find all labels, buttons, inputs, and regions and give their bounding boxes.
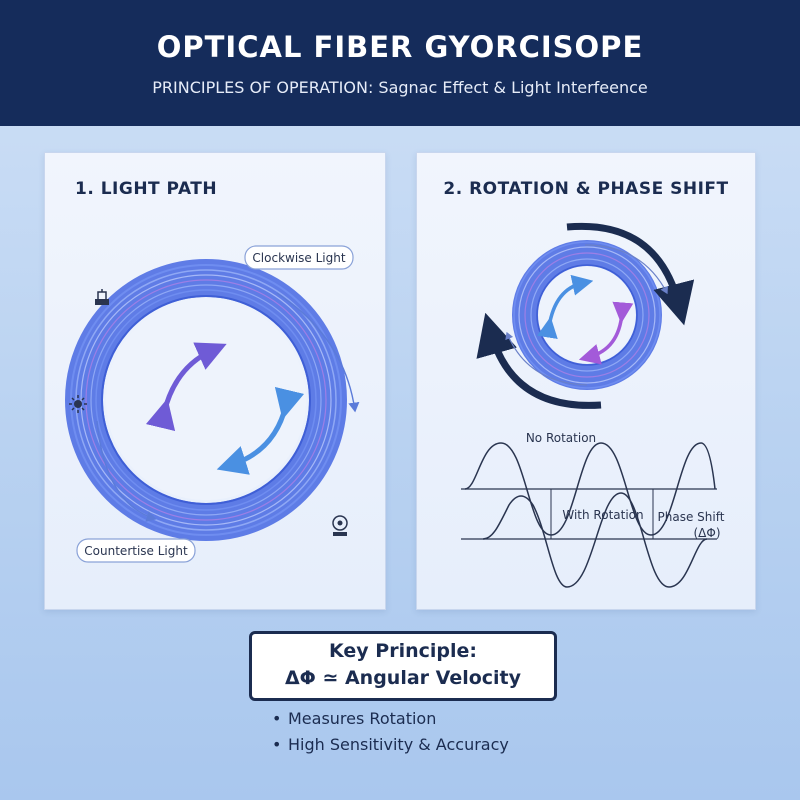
inner-clockwise-arrow — [536, 274, 594, 340]
with-rotation-label: With Rotation — [562, 508, 643, 522]
rotation-diagram: No Rotation With Rotation Phase Shift (Δ… — [461, 222, 725, 588]
key-principle-box: Key Principle: ΔΦ ≃ Angular Velocity — [249, 631, 557, 701]
benefit-list: •Measures Rotation •High Sensitivity & A… — [272, 706, 592, 758]
svg-text:Clockwise Light: Clockwise Light — [252, 251, 345, 265]
light-path-diagram: Clockwise Light Countertise Light — [65, 245, 360, 563]
list-item: •Measures Rotation — [272, 709, 437, 728]
phase-shift-label: Phase Shift — [658, 510, 725, 524]
rotation-arrow-top — [566, 222, 695, 326]
list-item: •High Sensitivity & Accuracy — [272, 735, 509, 754]
header-banner: OPTICAL FIBER GYORCISOPE PRINCIPLES OF O… — [0, 0, 800, 126]
light-path-title: 1. LIGHT PATH — [75, 179, 218, 199]
no-rotation-wave — [464, 442, 716, 536]
rotation-thin-arc-bottom — [505, 331, 588, 386]
counter-light-path — [96, 420, 157, 522]
rotation-panel: No Rotation With Rotation Phase Shift (Δ… — [416, 152, 756, 610]
counterclockwise-arrow — [216, 386, 305, 475]
key-principle-formula: ΔΦ ≃ Angular Velocity — [284, 667, 522, 689]
svg-text:Countertise Light: Countertise Light — [84, 544, 188, 558]
page-title: OPTICAL FIBER GYORCISOPE — [156, 30, 644, 64]
light-source-icon — [69, 395, 87, 413]
key-principle-heading: Key Principle: — [329, 640, 477, 662]
no-rotation-label: No Rotation — [526, 431, 596, 445]
photodetector-icon — [332, 515, 348, 536]
light-path-panel: Clockwise Light Countertise Light — [44, 152, 386, 610]
with-rotation-wave — [482, 492, 708, 588]
laser-source-icon — [95, 289, 109, 305]
clockwise-label: Clockwise Light — [244, 245, 354, 270]
rotation-thin-arc-top — [584, 244, 668, 295]
phase-shift-symbol: (ΔΦ) — [693, 526, 720, 540]
inner-counter-arrow — [578, 301, 634, 365]
clockwise-light-path — [276, 292, 360, 413]
rotation-arrow-bottom — [476, 312, 602, 409]
fiber-coil — [65, 259, 347, 541]
counter-label: Countertise Light — [76, 538, 196, 563]
rotation-title: 2. ROTATION & PHASE SHIFT — [443, 179, 729, 199]
page-subtitle: PRINCIPLES OF OPERATION: Sagnac Effect &… — [152, 78, 648, 97]
clockwise-arrow — [145, 342, 227, 432]
rotating-fiber-coil — [512, 240, 662, 390]
